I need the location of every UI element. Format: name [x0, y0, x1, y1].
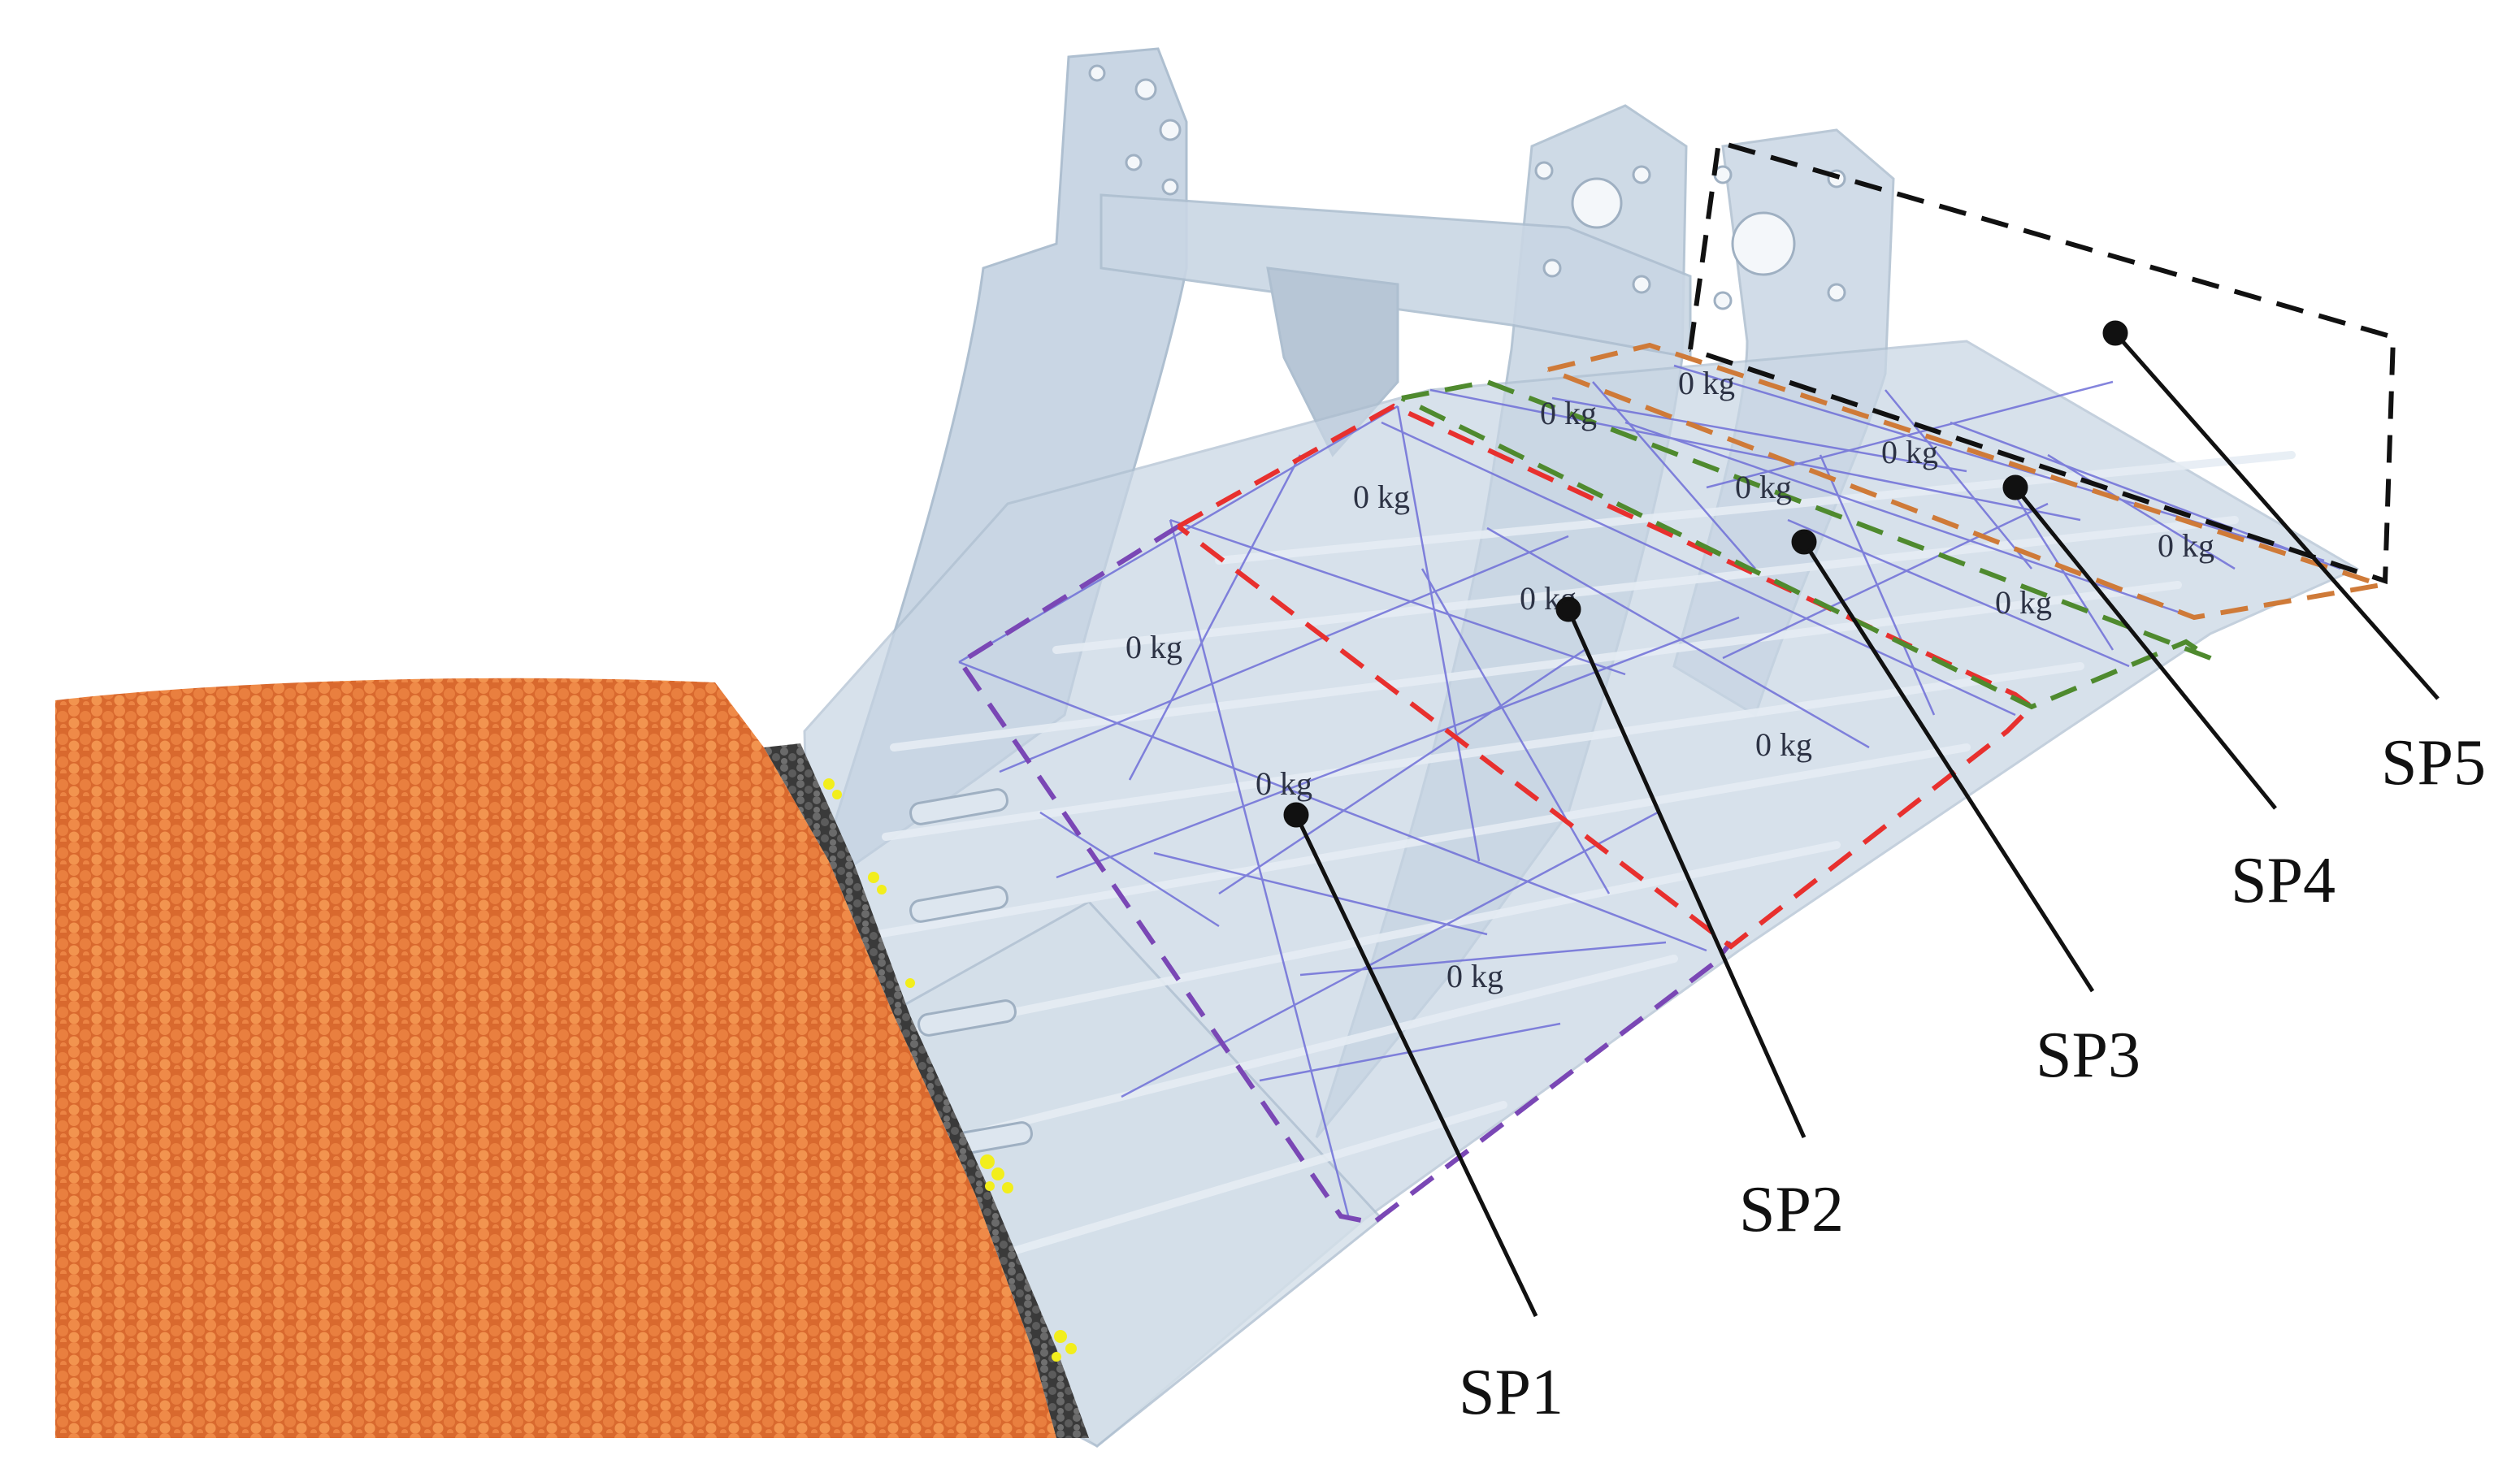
mass-label: 0 kg	[1540, 395, 1597, 431]
sp2-boundary	[1177, 403, 2036, 950]
sp4-label: SP4	[2231, 845, 2336, 916]
soil-bin	[55, 678, 1089, 1438]
highlight-particles	[823, 778, 1077, 1362]
sp2-marker	[1555, 596, 1581, 622]
mass-readouts: 0 kg 0 kg 0 kg 0 kg 0 kg 0 kg 0 kg 0 kg …	[1126, 365, 2214, 994]
sp1-boundary	[956, 524, 1733, 1226]
mass-label: 0 kg	[1447, 958, 1503, 994]
sp1-marker	[1283, 802, 1309, 828]
sp3-label: SP3	[2036, 1020, 2140, 1091]
sp2-label: SP2	[1739, 1174, 1844, 1245]
leader-lines	[1283, 320, 2440, 1318]
sp2-leader	[1566, 608, 1807, 1139]
mass-label: 0 kg	[1256, 765, 1312, 802]
contact-particle-layer	[764, 743, 1089, 1438]
sp5-marker	[2102, 320, 2128, 346]
mass-label: 0 kg	[1995, 584, 2052, 621]
sampling-boundaries	[956, 139, 2396, 1226]
sampling-point-labels: SP1 SP2 SP3 SP4 SP5	[1459, 727, 2486, 1428]
sp4-boundary	[1546, 342, 2382, 621]
sp5-leader	[2114, 331, 2440, 700]
sp3-marker	[1791, 529, 1817, 555]
mass-label: 0 kg	[1126, 629, 1182, 665]
sp3-leader	[1802, 540, 2095, 993]
sampling-mesh	[958, 364, 2341, 1219]
sp4-marker	[2002, 474, 2028, 500]
mass-label: 0 kg	[1755, 726, 1812, 763]
sp5-label: SP5	[2381, 727, 2486, 799]
mass-label: 0 kg	[1678, 365, 1735, 401]
mass-label: 0 kg	[1735, 469, 1792, 505]
sp5-boundary	[1688, 139, 2396, 585]
mass-label: 0 kg	[2158, 527, 2214, 564]
soil-particle-bed	[55, 678, 1056, 1438]
mass-label: 0 kg	[1881, 434, 1938, 470]
sp1-label: SP1	[1459, 1357, 1564, 1428]
sp4-leader	[2014, 486, 2277, 810]
mass-label: 0 kg	[1353, 479, 1410, 515]
mounting-holes	[1088, 64, 1846, 310]
sp1-leader	[1294, 813, 1538, 1318]
